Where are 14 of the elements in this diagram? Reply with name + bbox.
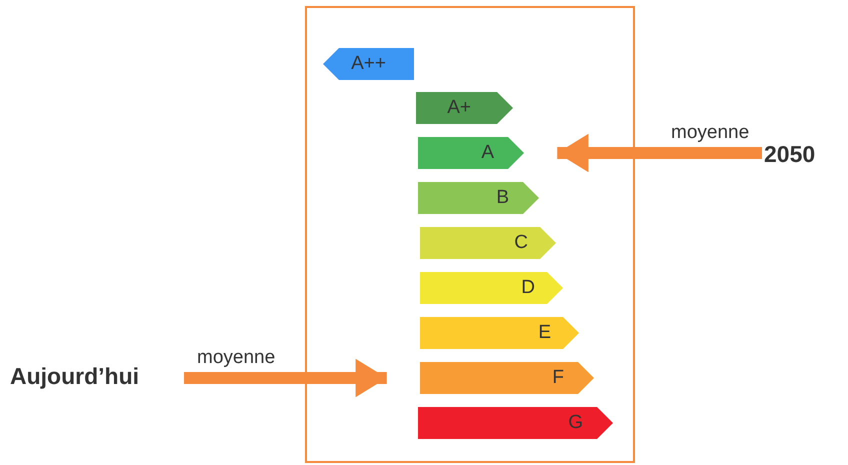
energy-class-band: B [418,182,539,214]
energy-class-band: A [418,137,524,169]
year-label: Aujourd’hui [10,360,176,392]
energy-class-band: A+ [416,92,513,124]
energy-class-band: G [418,407,613,439]
arrow [184,358,387,398]
arrow [557,134,762,172]
energy-class-band: E [420,317,579,349]
frame-box [305,6,635,463]
energy-class-band: A++ [323,48,414,80]
energy-class-band: C [420,227,556,259]
energy-class-band: D [420,272,563,304]
year-label: 2050 [764,138,848,170]
energy-class-band: F [420,362,594,394]
